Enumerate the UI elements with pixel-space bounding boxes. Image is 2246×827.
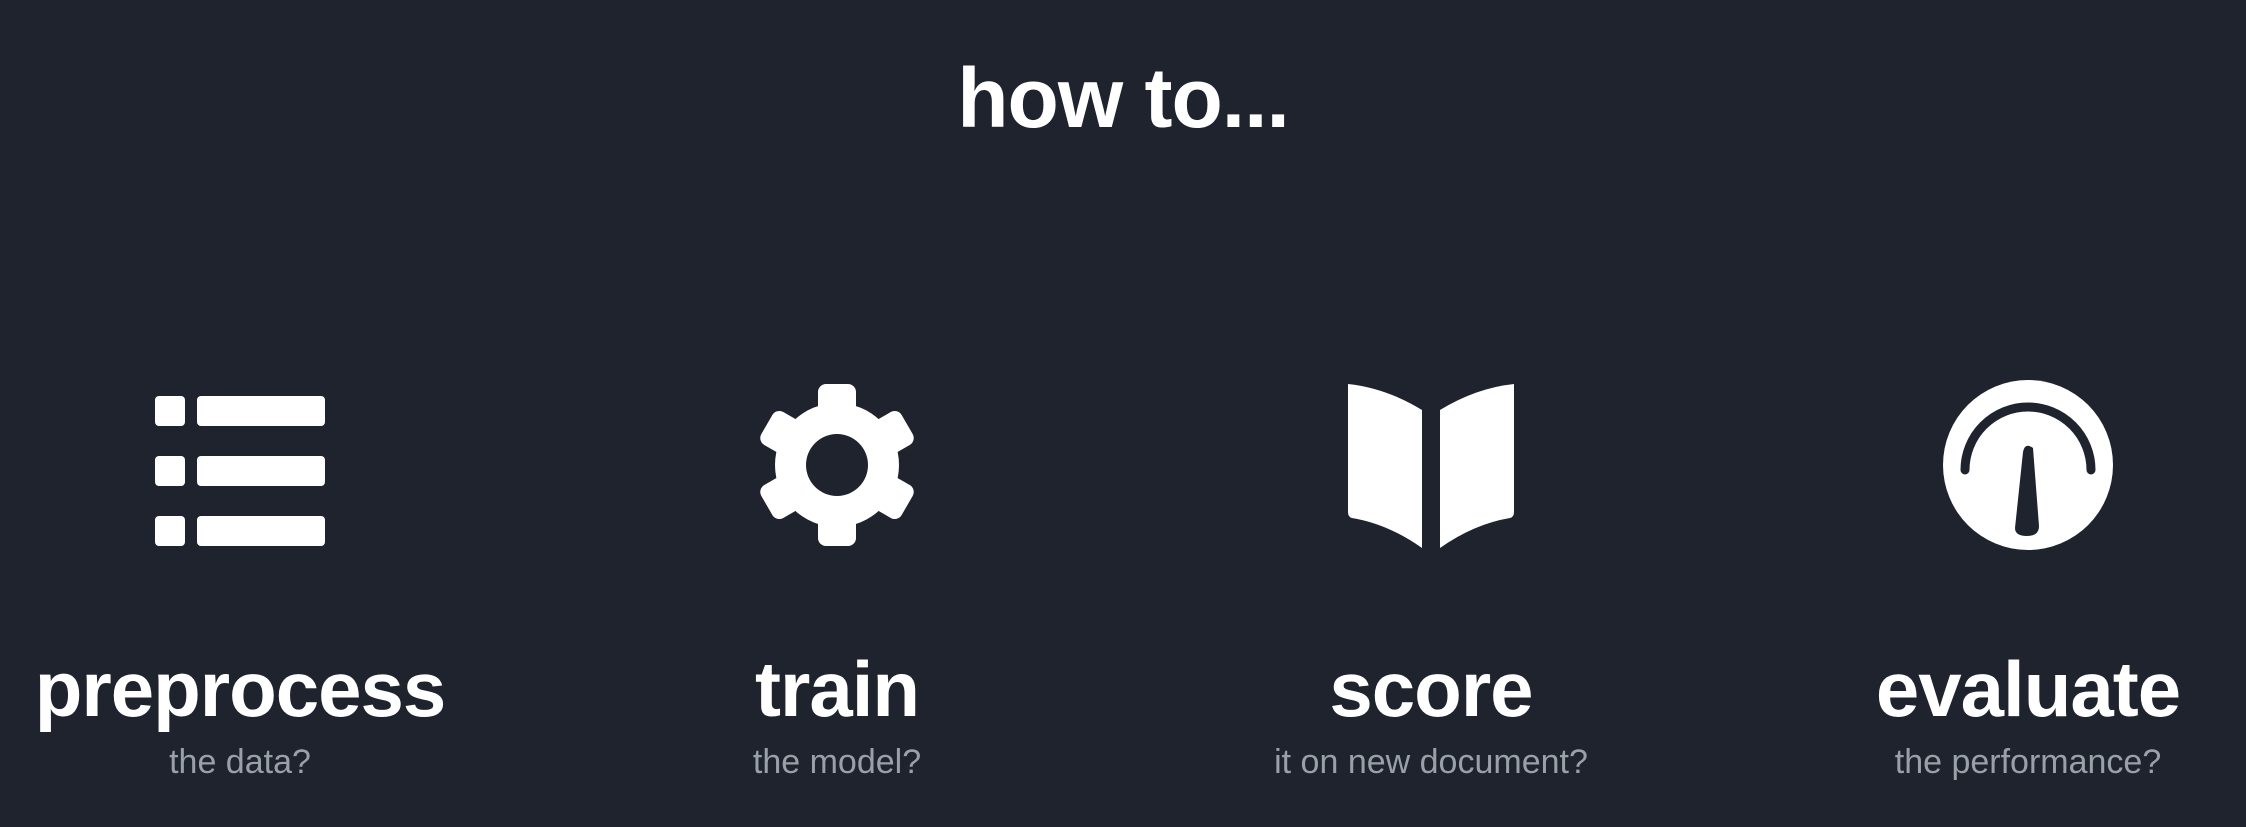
step-subtitle: it on new document?: [1274, 743, 1588, 781]
step-subtitle: the data?: [169, 743, 311, 781]
step-subtitle: the performance?: [1894, 743, 2162, 781]
step-preprocess: preprocess the data?: [0, 380, 500, 800]
step-score: score it on new document?: [1171, 380, 1691, 800]
gauge-icon: [1943, 380, 2113, 550]
step-train: train the model?: [577, 380, 1097, 800]
gear-icon: [752, 380, 922, 550]
page-title: how to...: [957, 51, 1290, 145]
step-label: evaluate: [1875, 645, 2181, 733]
step-label: score: [1329, 645, 1533, 733]
step-label: preprocess: [34, 645, 447, 733]
step-subtitle: the model?: [752, 743, 922, 781]
step-evaluate: evaluate the performance?: [1768, 380, 2246, 800]
step-label: train: [754, 645, 920, 733]
list-icon: [155, 380, 325, 550]
book-icon: [1346, 380, 1516, 550]
